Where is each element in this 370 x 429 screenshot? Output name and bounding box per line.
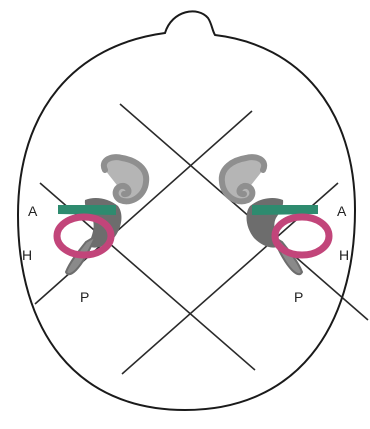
left-horizontal-label: H <box>22 247 32 263</box>
left-posterior-label: P <box>80 289 89 305</box>
left-anterior-label: A <box>28 203 38 219</box>
right-anterior-canal <box>252 205 318 215</box>
left-anterior-canal <box>58 205 116 215</box>
right-anterior-label: A <box>337 203 347 219</box>
right-posterior-label: P <box>294 289 303 305</box>
right-horizontal-label: H <box>339 247 349 263</box>
